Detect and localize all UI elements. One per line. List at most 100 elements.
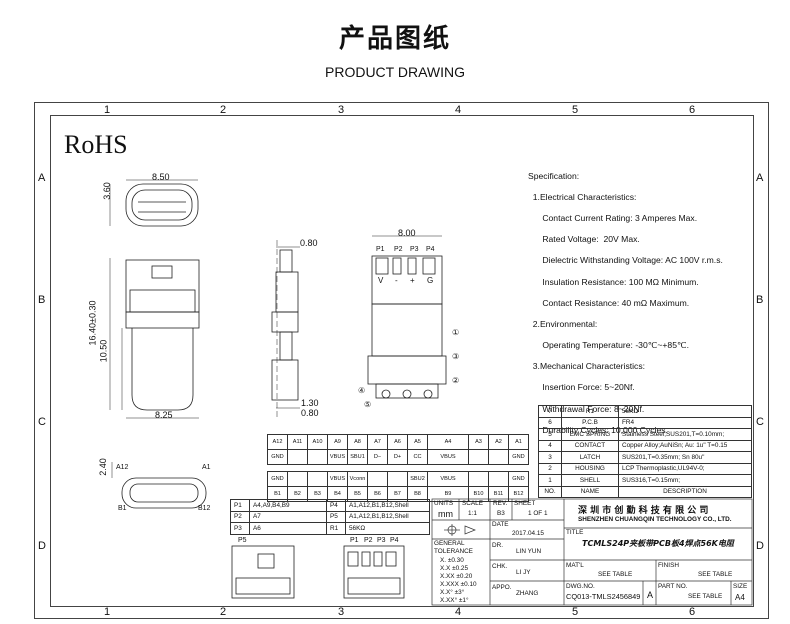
part-value: SEE TABLE (688, 593, 723, 600)
callout: ④ (358, 386, 366, 395)
scale-label: SCALE (462, 500, 483, 507)
appo-value: ZHANG (516, 590, 539, 597)
col-number: 4 (455, 104, 462, 116)
units-label: UNITS (434, 500, 454, 507)
col-number: 2 (220, 104, 227, 116)
callout: ③ (452, 352, 460, 361)
dwg-label: DWG.NO. (566, 583, 595, 590)
tolerance-row: X.X ±0.25 (440, 565, 469, 572)
connector-side-view (271, 240, 300, 420)
bottom-pcb-view (231, 545, 405, 599)
spec-line: Specification: (528, 170, 580, 181)
dim-label: 0.80 (300, 238, 318, 248)
col-number: 5 (572, 606, 579, 618)
dim-label: B12 (198, 505, 211, 512)
row-letter: D (38, 540, 46, 552)
dim-label: 8.50 (152, 172, 170, 182)
col-number: 6 (689, 606, 696, 618)
pad-label: P4 (390, 537, 399, 544)
dr-value: LIN YUN (516, 548, 542, 555)
dim-label: 0.80 (301, 408, 319, 418)
col-number: 1 (104, 104, 111, 116)
pad-cell: A7 (249, 510, 327, 523)
date-value: 2017.04.15 (512, 530, 544, 537)
row-letter: D (756, 540, 764, 552)
callout: ⑤ (364, 400, 372, 409)
title-en: PRODUCT DRAWING (325, 64, 465, 80)
spec-line: Dielectric Withstanding Voltage: AC 100V… (528, 255, 723, 266)
spec-line: Operating Temperature: -30℃~+85℃. (528, 340, 690, 351)
row-letter: A (38, 172, 46, 184)
tolerance-row: X.XX° ±1° (440, 597, 469, 604)
pin-cell: B11 (488, 486, 509, 502)
col-number: 4 (455, 606, 462, 618)
pad-cell: 56KΩ (345, 522, 430, 535)
row-letter: A (756, 172, 764, 184)
chk-label: CHK. (492, 563, 508, 570)
appo-label: APPO. (492, 584, 512, 591)
dwg-rev: A (647, 590, 654, 600)
size-label: SIZE (733, 583, 748, 590)
size-value: A4 (735, 593, 745, 602)
company-name-cn: 深 圳 市 创 勤 科 技 有 限 公 司 (578, 506, 709, 516)
callout: ② (452, 376, 460, 385)
pad-label: P3 (377, 537, 386, 544)
col-number: 3 (338, 104, 345, 116)
spec-line: Contact Resistance: 40 mΩ Maximum. (528, 297, 690, 308)
connector-top-view (109, 258, 200, 419)
col-number: 3 (338, 606, 345, 618)
row-letter: B (756, 294, 764, 306)
pin-cell: B12 (508, 486, 529, 502)
material-label: MAT'L (566, 562, 584, 569)
tolerance-row: X.XXX ±0.10 (440, 581, 477, 588)
spec-line: Insulation Resistance: 100 MΩ Minimum. (528, 276, 699, 287)
connector-face-view (125, 183, 199, 227)
title-cn: 产品图纸 (338, 24, 451, 54)
pad-label: P4 (426, 246, 435, 253)
pin-cell: B9 (427, 486, 469, 502)
col-number: 1 (104, 606, 111, 618)
company-name-en: SHENZHEN CHUANGQIN TECHNOLOGY CO., LTD. (578, 516, 732, 523)
tolerance-row: X.X° ±3° (440, 589, 465, 596)
dim-label: 8.00 (398, 228, 416, 238)
part-label: PART NO. (658, 583, 688, 590)
spec-line: 2.Environmental: (528, 318, 598, 329)
rev-value: B3 (497, 510, 505, 517)
row-letter: C (756, 416, 764, 428)
col-number: 6 (689, 104, 696, 116)
inner-frame (50, 115, 754, 607)
connector-pcb-view (367, 235, 447, 399)
pad-label: P2 (394, 246, 403, 253)
dim-label: A12 (116, 464, 129, 471)
pad-mark: + (410, 276, 415, 285)
date-label: DATE (492, 521, 509, 528)
dwg-value: CQ013-TMLS2456849 (566, 592, 641, 601)
spec-line: 1.Electrical Characteristics: (528, 191, 637, 202)
connector-bottom-face (111, 462, 207, 509)
material-value: SEE TABLE (598, 571, 633, 578)
dr-label: DR. (492, 542, 504, 549)
spec-line: Rated Voltage: 20V Max. (528, 234, 640, 245)
row-letter: B (38, 294, 46, 306)
dim-label: 1.30 (301, 398, 319, 408)
pad-label: P5 (238, 537, 247, 544)
outer-frame (34, 102, 769, 619)
rev-label: REV. (493, 500, 508, 507)
pad-mark: - (395, 276, 398, 285)
tolerance-row: X. ±0.30 (440, 557, 464, 564)
